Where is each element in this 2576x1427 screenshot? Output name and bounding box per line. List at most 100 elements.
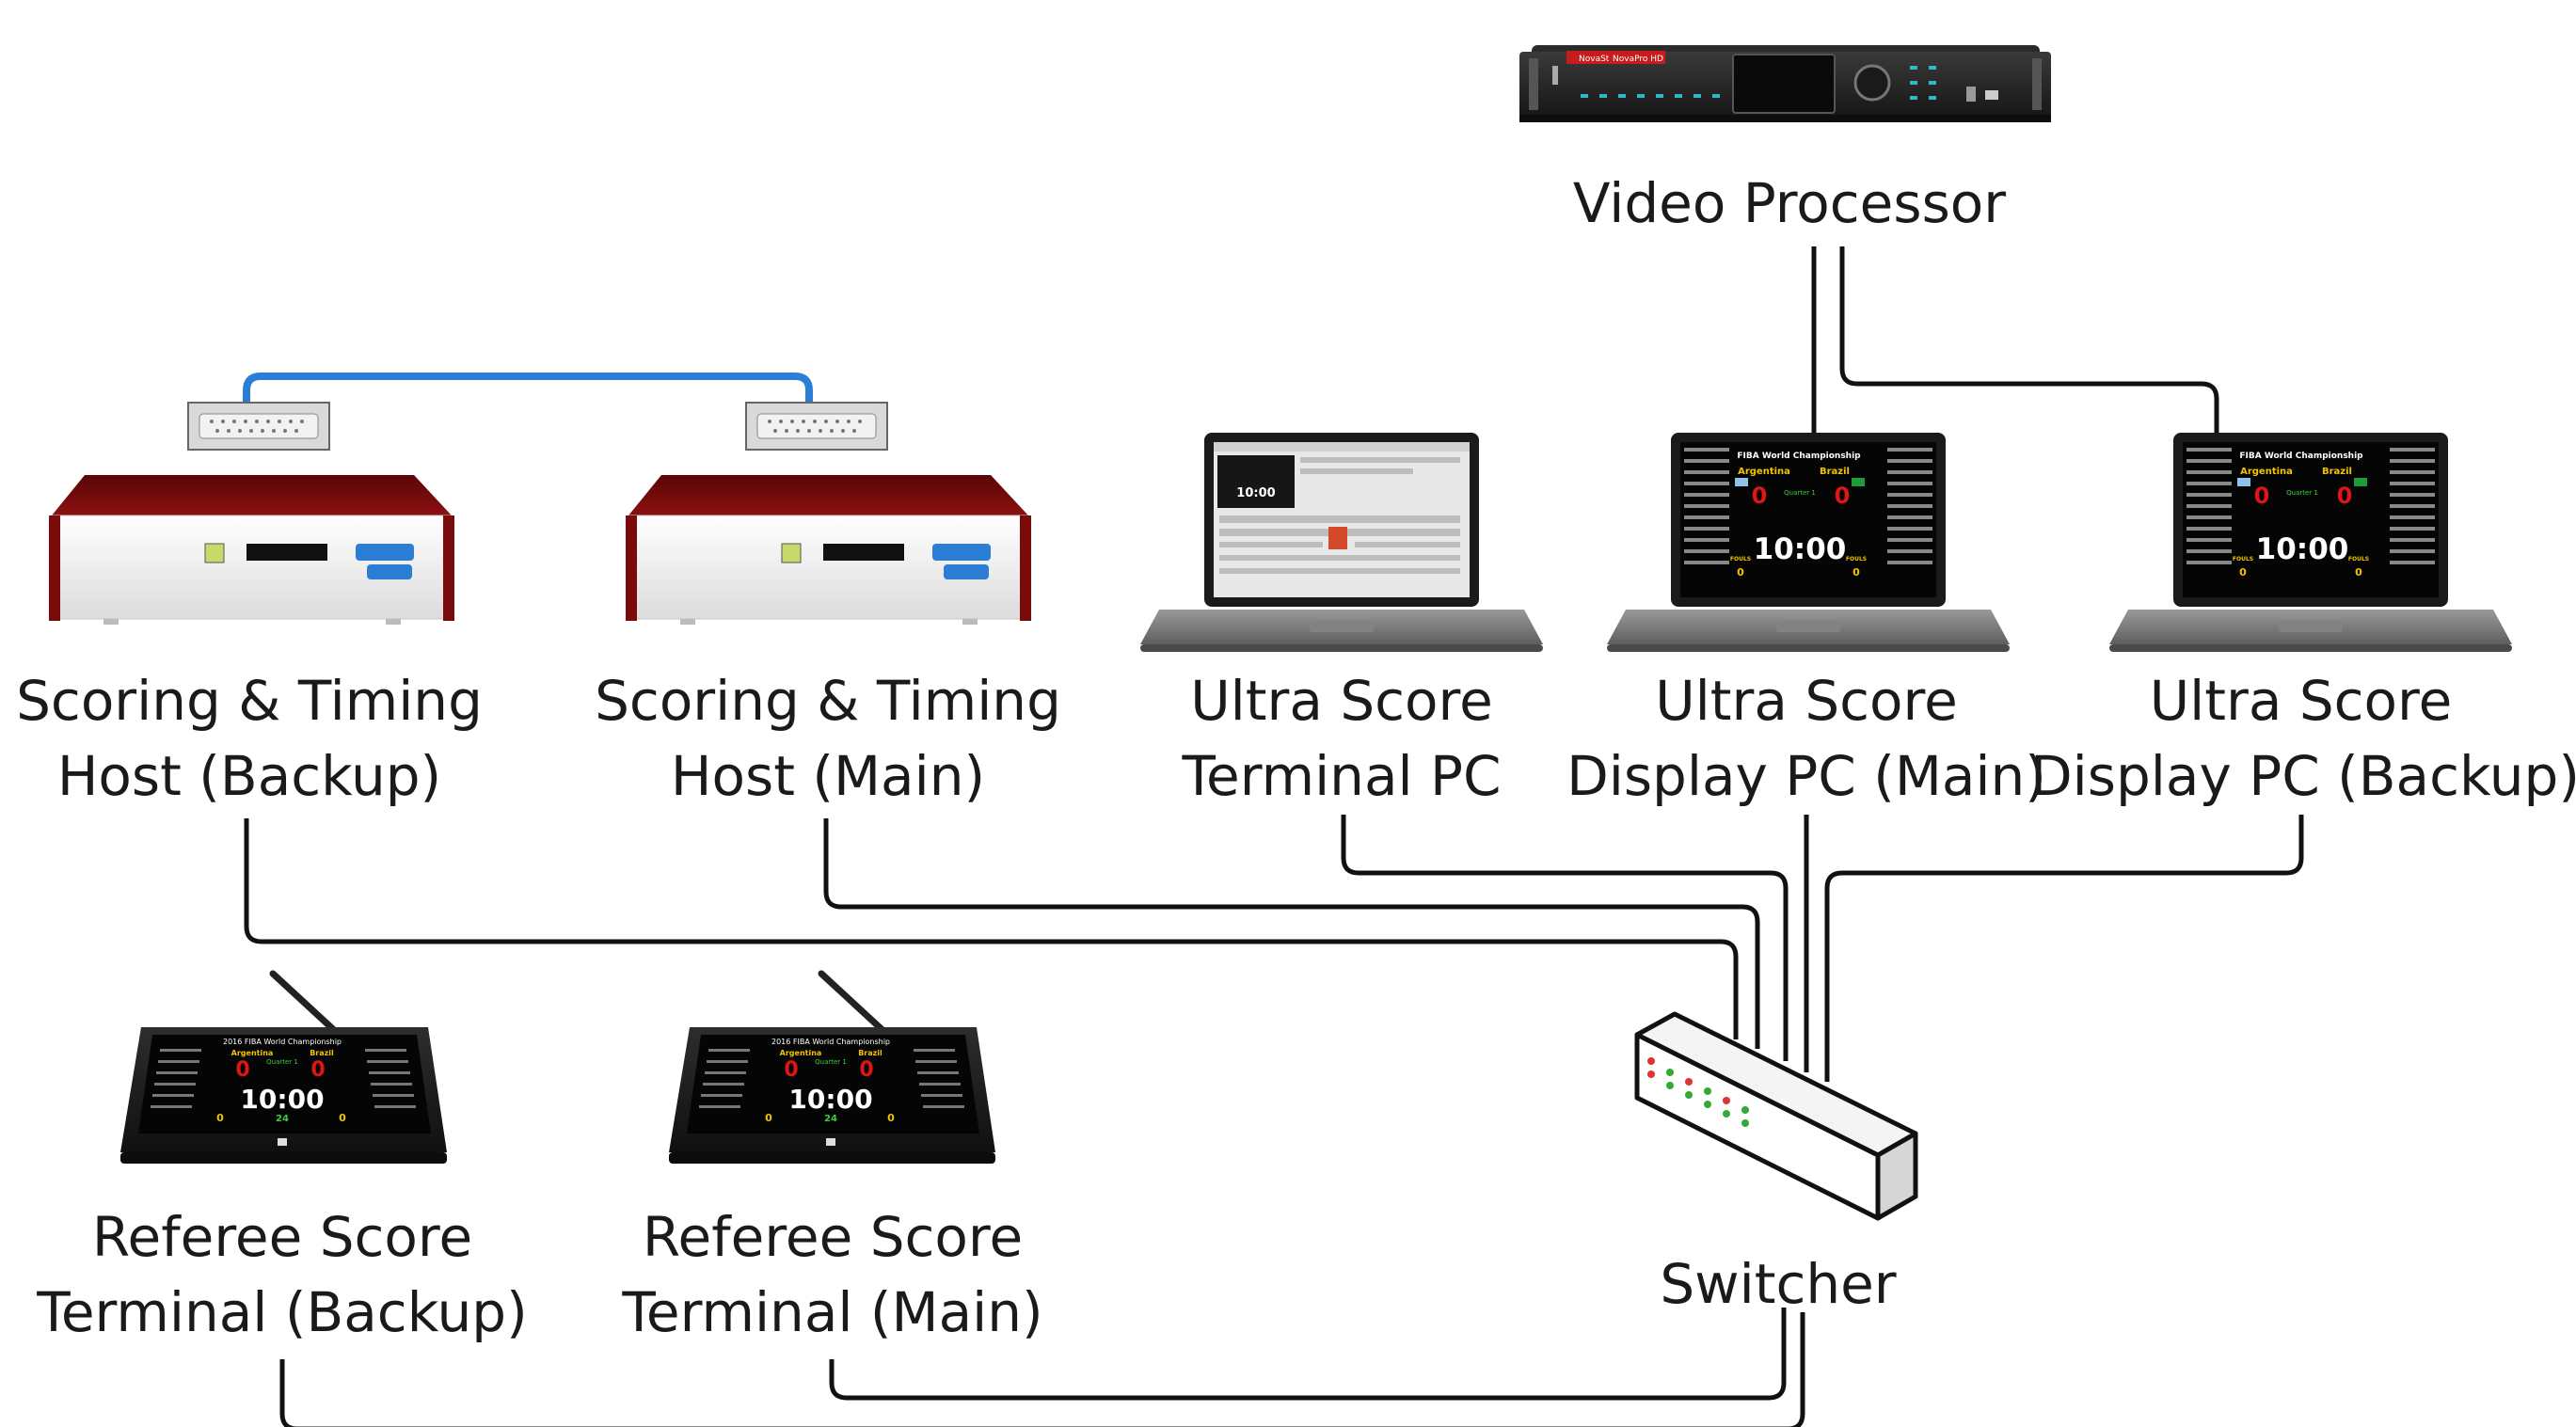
- referee-home-score: 0: [784, 1058, 798, 1082]
- wire-display-backup-switch: [1824, 815, 2304, 1082]
- connection-wires: [244, 246, 2304, 1427]
- scoreboard-home-fouls: 0: [1737, 566, 1744, 579]
- label-terminal-pc: Ultra Score Terminal PC: [1153, 663, 1530, 814]
- scoreboard-title: FIBA World Championship: [2239, 452, 2363, 461]
- label-switcher: Switcher: [1581, 1246, 1976, 1322]
- scoreboard-home-team: Argentina: [1738, 467, 1790, 477]
- label-line: Scoring & Timing: [595, 669, 1061, 733]
- wire-host-backup-switch: [244, 818, 1739, 1039]
- wire-terminal-pc-switch: [1341, 815, 1789, 1061]
- scoreboard-away-team: Brazil: [1820, 467, 1850, 477]
- referee-away-score: 0: [310, 1058, 325, 1082]
- db25-connector-left: [187, 402, 330, 451]
- label-line: Ultra Score: [2149, 669, 2453, 733]
- antenna-icon: [818, 970, 886, 1034]
- referee-home-team: Argentina: [780, 1049, 822, 1057]
- referee-shot-clock: 24: [276, 1114, 289, 1124]
- laptop-display-backup: FIBA World Championship Argentina Brazil…: [2109, 433, 2512, 652]
- referee-clock: 10:00: [240, 1084, 324, 1115]
- wire-referee-backup-switch: [279, 1312, 1805, 1427]
- label-line: Switcher: [1660, 1252, 1897, 1316]
- processor-screen: [1732, 54, 1836, 114]
- referee-quarter: Quarter 1: [266, 1058, 298, 1066]
- referee-home-score: 0: [235, 1058, 249, 1082]
- wire-processor-display-backup: [1839, 246, 2219, 433]
- referee-tablet-main: 2016 FIBA World Championship Argentina B…: [669, 970, 995, 1164]
- referee-quarter: Quarter 1: [815, 1058, 847, 1066]
- label-line: Scoring & Timing: [16, 669, 483, 733]
- windows-icon: [278, 1138, 287, 1146]
- scoreboard-home-team: Argentina: [2240, 467, 2293, 477]
- label-host-main: Scoring & Timing Host (Main): [579, 663, 1077, 814]
- scoreboard-home-fouls: 0: [2239, 566, 2247, 579]
- label-line: Terminal PC: [1182, 744, 1502, 808]
- label-line: Video Processor: [1572, 171, 2007, 235]
- label-line: Terminal (Backup): [37, 1280, 528, 1344]
- wire-host-main-switch: [823, 818, 1760, 1049]
- host-backup: [49, 475, 454, 625]
- antenna-icon: [269, 970, 338, 1034]
- switch-status-lights: [1647, 1057, 1749, 1127]
- referee-away-team: Brazil: [310, 1049, 334, 1057]
- laptop-terminal-pc: 10:00: [1140, 433, 1543, 652]
- scoreboard-home-score: 0: [2254, 483, 2270, 509]
- referee-away-score: 0: [859, 1058, 873, 1082]
- host-main: [626, 475, 1031, 625]
- referee-home-team: Argentina: [231, 1049, 274, 1057]
- scoreboard-screen-main: [1680, 442, 1936, 597]
- wire-referee-main-switch: [829, 1308, 1787, 1401]
- scoreboard-fouls-label: FOULS: [1846, 556, 1867, 563]
- referee-tablet-backup: 2016 FIBA World Championship Argentina B…: [120, 970, 447, 1164]
- video-processor: NovaStar NovaPro HD: [1519, 45, 2051, 122]
- processor-model: NovaPro HD: [1613, 55, 1663, 64]
- referee-away-fouls: 0: [339, 1112, 346, 1124]
- scoreboard-fouls-label: FOULS: [2233, 556, 2253, 563]
- label-line: Ultra Score: [1190, 669, 1493, 733]
- referee-home-fouls: 0: [216, 1112, 224, 1124]
- scoreboard-away-team: Brazil: [2322, 467, 2352, 477]
- referee-title: 2016 FIBA World Championship: [223, 1038, 342, 1046]
- scoreboard-home-score: 0: [1752, 483, 1768, 509]
- referee-away-fouls: 0: [887, 1112, 895, 1124]
- scoreboard-title: FIBA World Championship: [1737, 452, 1861, 461]
- referee-home-fouls: 0: [765, 1112, 772, 1124]
- label-line: Referee Score: [642, 1205, 1024, 1269]
- processor-knob: [1853, 64, 1891, 102]
- network-switch: [1634, 1011, 1918, 1221]
- label-line: Host (Main): [670, 744, 986, 808]
- label-host-backup: Scoring & Timing Host (Backup): [0, 663, 499, 814]
- scoreboard-away-fouls: 0: [2355, 566, 2362, 579]
- scoreboard-quarter: Quarter 1: [2286, 489, 2318, 497]
- label-display-backup: Ultra Score Display PC (Backup): [2030, 663, 2576, 814]
- laptop-display-main: FIBA World Championship Argentina Brazil…: [1607, 433, 2010, 652]
- serial-cable: [187, 373, 888, 451]
- scoreboard-fouls-label: FOULS: [2348, 556, 2369, 563]
- referee-clock: 10:00: [788, 1084, 872, 1115]
- windows-icon: [826, 1138, 835, 1146]
- referee-shot-clock: 24: [824, 1114, 837, 1124]
- label-line: Ultra Score: [1655, 669, 1958, 733]
- referee-title: 2016 FIBA World Championship: [771, 1038, 890, 1046]
- processor-brand: NovaStar: [1579, 55, 1618, 64]
- label-line: Display PC (Main): [1566, 744, 2046, 808]
- label-line: Referee Score: [91, 1205, 473, 1269]
- label-line: Display PC (Backup): [2030, 744, 2576, 808]
- referee-away-team: Brazil: [858, 1049, 883, 1057]
- label-video-processor: Video Processor: [1526, 166, 2053, 241]
- label-line: Host (Backup): [56, 744, 442, 808]
- scoreboard-screen-backup: [2183, 442, 2439, 597]
- label-referee-main: Referee Score Terminal (Main): [583, 1199, 1082, 1350]
- scoreboard-away-fouls: 0: [1852, 566, 1860, 579]
- terminal-clock: 10:00: [1236, 486, 1275, 500]
- scoreboard-quarter: Quarter 1: [1784, 489, 1816, 497]
- label-referee-backup: Referee Score Terminal (Backup): [19, 1199, 546, 1350]
- scoreboard-fouls-label: FOULS: [1730, 556, 1751, 563]
- scoreboard-away-score: 0: [2337, 483, 2353, 509]
- scoreboard-clock: 10:00: [2256, 532, 2349, 566]
- scoreboard-away-score: 0: [1835, 483, 1851, 509]
- scoreboard-clock: 10:00: [1754, 532, 1847, 566]
- label-line: Terminal (Main): [622, 1280, 1043, 1344]
- label-display-main: Ultra Score Display PC (Main): [1562, 663, 2051, 814]
- db25-connector-right: [745, 402, 888, 451]
